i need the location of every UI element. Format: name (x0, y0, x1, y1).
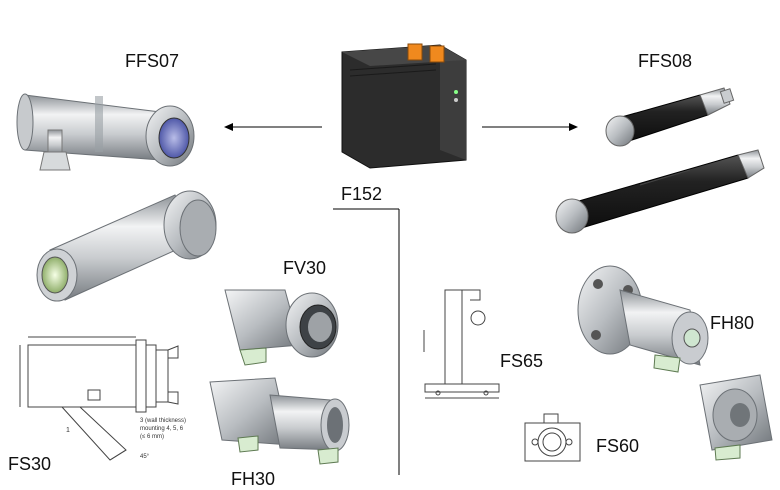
label-fs30: FS30 (8, 454, 52, 474)
label-f152: F152 (341, 184, 383, 204)
fh80-housing-image (577, 265, 709, 373)
label-fs60: FS60 (596, 436, 640, 456)
fv30-purge-image (224, 289, 339, 366)
fh30-housing-image (209, 377, 350, 465)
label-ffs07: FFS07 (125, 51, 180, 71)
fs30-angle: 45° (140, 454, 150, 460)
label-fv30: FV30 (283, 258, 327, 278)
fs65-drawing (423, 289, 500, 399)
ffs07-sensor-image (16, 93, 195, 171)
fs30-note-3: (≤ 6 mm) (140, 434, 164, 440)
fs60-drawing (524, 413, 581, 462)
fs30-note-1: 3 (wall thickness) (140, 418, 187, 424)
label-fs65: FS65 (500, 351, 544, 371)
fs30-drawing (19, 336, 179, 461)
label-fh80: FH80 (710, 313, 755, 333)
arrow-to-ffs08 (482, 123, 578, 131)
fs30-num: 1 (66, 427, 70, 434)
label-fh30: FH30 (231, 469, 276, 489)
f152-module-image (341, 43, 467, 169)
ffs08-sensor-long-image (555, 149, 765, 234)
compact-housing-image (699, 374, 773, 461)
label-ffs08: FFS08 (638, 51, 693, 71)
ffs07-variant-image (36, 190, 217, 302)
fs30-note-2: mounting 4, 5, 6 (140, 426, 184, 432)
arrow-to-ffs07 (224, 123, 322, 131)
divider-line (333, 208, 400, 475)
ffs08-sensor-short-image (605, 87, 735, 147)
